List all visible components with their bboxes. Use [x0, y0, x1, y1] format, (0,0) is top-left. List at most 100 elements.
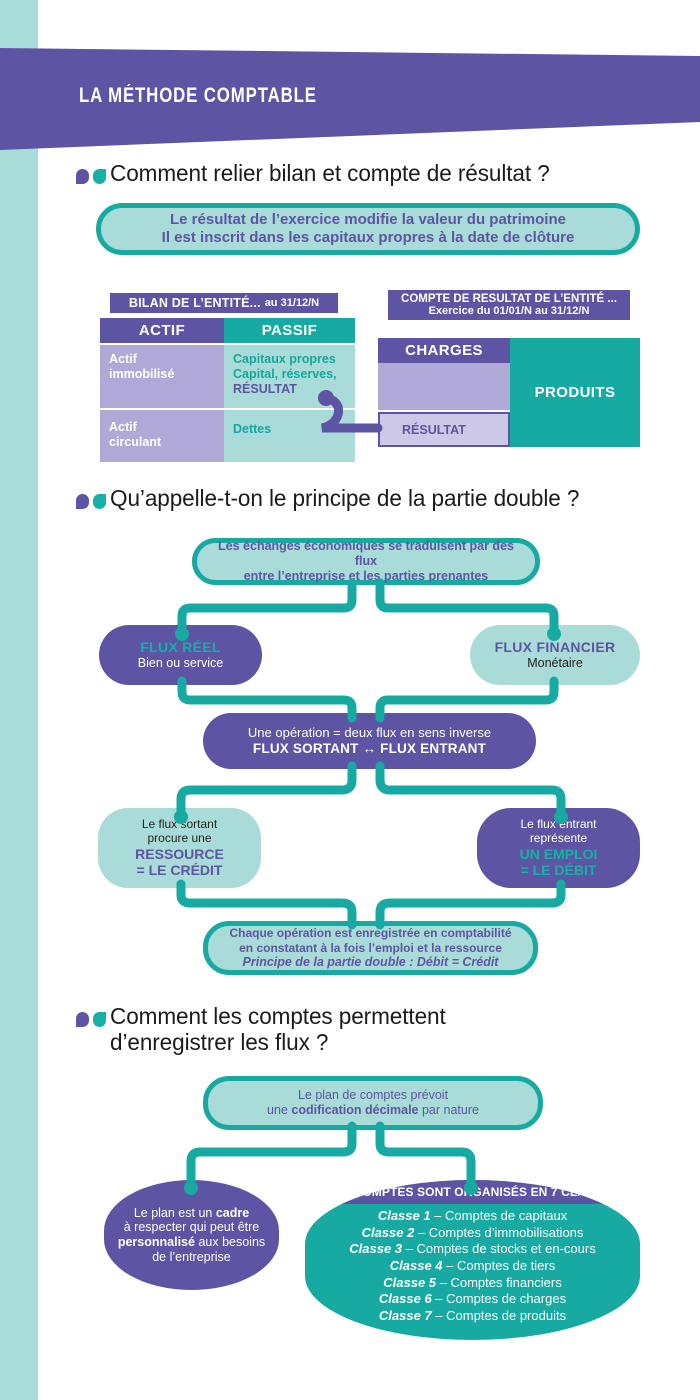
compte-resultat-title-line-1: COMPTE DE RESULTAT DE L’ENTITÉ ... — [401, 292, 617, 305]
box-echanges-line-2: entre l’entreprise et les parties prenan… — [243, 568, 489, 583]
bilan-title-date: au 31/12/N — [264, 297, 320, 309]
box-cadre: Le plan est un cadre à respecter qui peu… — [104, 1180, 279, 1290]
sortant-line-2: procure une — [147, 831, 212, 846]
classes-list: Classe 1 – Comptes de capitaux Classe 2 … — [305, 1208, 640, 1324]
bilan-header-actif-label: ACTIF — [138, 322, 186, 339]
bilan-capitaux-line-1: Capitaux propres — [233, 352, 336, 366]
class-item: Classe 2 – Comptes d’immobilisations — [305, 1225, 640, 1242]
class-item: Classe 7 – Comptes de produits — [305, 1308, 640, 1325]
left-accent-stripe — [0, 0, 38, 1400]
class-item: Classe 4 – Comptes de tiers — [305, 1258, 640, 1275]
flux-financier-subtitle: Monétaire — [527, 655, 583, 670]
flux-reel-subtitle: Bien ou service — [137, 655, 224, 670]
cadre-line-1-strong: cadre — [215, 1205, 250, 1220]
class-item-label: Classe 5 — [383, 1274, 437, 1290]
charges-header: CHARGES — [378, 338, 510, 363]
callout-line-2: Il est inscrit dans les capitaux propres… — [161, 229, 575, 246]
leaf-teal-icon — [93, 169, 106, 184]
leaf-purple-icon — [76, 169, 89, 184]
page-title: LA MÉTHODE COMPTABLE — [79, 84, 317, 107]
classes-title: LES COMPTES SONT ORGANISÉS EN 7 CLASSES — [326, 1185, 619, 1199]
class-item: Classe 5 – Comptes financiers — [305, 1275, 640, 1292]
box-echanges: Les échanges économiques se traduisent p… — [192, 538, 540, 585]
header-banner — [0, 48, 700, 150]
bilan-cell-actif-circulant-text: Actif circulant — [109, 420, 162, 449]
bilan-cell-actif-immobilise: Actif immobilisé — [100, 345, 224, 408]
class-item-label: Classe 4 — [389, 1257, 443, 1273]
bilan-header-passif: PASSIF — [224, 318, 355, 343]
class-item-text: – Comptes de capitaux — [430, 1208, 568, 1223]
bilan-cell-capitaux: Capitaux propres Capital, réserves, RÉSU… — [224, 345, 355, 408]
class-item: Classe 6 – Comptes de charges — [305, 1291, 640, 1308]
bilan-title-strong: BILAN DE L’ENTITÉ... — [128, 296, 261, 310]
cadre-line-2: à respecter qui peut être — [123, 1220, 260, 1235]
class-item-label: Classe 2 — [361, 1224, 415, 1240]
entrant-debit: = LE DÉBIT — [520, 862, 597, 879]
box-flux-financier: FLUX FINANCIER Monétaire — [470, 625, 640, 685]
leaf-teal-icon — [93, 1012, 106, 1027]
class-item-label: Classe 3 — [349, 1241, 403, 1257]
callout-resultat: Le résultat de l’exercice modifie la val… — [96, 203, 640, 255]
resultat-box-label: RÉSULTAT — [402, 423, 466, 437]
leaf-purple-icon — [76, 494, 89, 509]
classes-title-band: LES COMPTES SONT ORGANISÉS EN 7 CLASSES — [305, 1180, 640, 1204]
bilan-cell-dettes-text: Dettes — [233, 422, 272, 436]
conclusion-line-3: Principe de la partie double : Débit = C… — [242, 954, 499, 969]
bilan-cell-actif-immobilise-text: Actif immobilisé — [109, 352, 175, 381]
class-item: Classe 3 – Comptes de stocks et en-cours — [305, 1241, 640, 1258]
section-heading-3-text: Comment les comptes permettent d’enregis… — [110, 1003, 446, 1056]
cadre-line-3-strong: personnalisé — [117, 1235, 195, 1249]
bilan-cell-dettes: Dettes — [224, 410, 355, 462]
charges-header-label: CHARGES — [405, 342, 483, 359]
cadre-line-4: de l’entreprise — [152, 1249, 231, 1264]
section-heading-1-text: Comment relier bilan et compte de résult… — [110, 160, 550, 186]
resultat-box: RÉSULTAT — [378, 412, 510, 447]
leaf-teal-icon — [93, 494, 106, 509]
class-item-label: Classe 1 — [377, 1208, 431, 1223]
plan-line-2-strong: codification décimale — [291, 1103, 419, 1117]
charges-body — [378, 363, 510, 410]
class-item-label: Classe 7 — [378, 1307, 432, 1323]
conclusion-line-1: Chaque opération est enregistrée en comp… — [229, 926, 512, 941]
produits-label: PRODUITS — [534, 384, 616, 401]
callout-line-1: Le résultat de l’exercice modifie la val… — [170, 211, 566, 229]
bilan-capitaux-resultat: RÉSULTAT — [233, 381, 297, 396]
section-heading-2-text: Qu’appelle-t-on le principe de la partie… — [110, 485, 580, 511]
bilan-cell-actif-circulant: Actif circulant — [100, 410, 224, 462]
entrant-emploi: UN EMPLOI — [519, 845, 598, 862]
box-flux-entrant: Le flux entrant représente UN EMPLOI = L… — [477, 808, 640, 888]
sortant-ressource: RESSOURCE — [135, 845, 224, 862]
class-item-text: – Comptes de produits — [431, 1307, 567, 1323]
section-heading-2: Qu’appelle-t-on le principe de la partie… — [76, 485, 676, 511]
produits-box: PRODUITS — [510, 338, 640, 447]
entrant-line-2: représente — [529, 831, 588, 846]
box-operation-line-1: Une opération = deux flux en sens invers… — [247, 725, 492, 741]
cadre-line-1-pre: Le plan est un — [133, 1205, 216, 1220]
section-heading-3: Comment les comptes permettent d’enregis… — [76, 1003, 676, 1056]
conclusion-line-2: en constatant à la fois l’emploi et la r… — [239, 940, 502, 955]
box-plan-comptes: Le plan de comptes prévoit une codificat… — [203, 1076, 543, 1130]
box-conclusion: Chaque opération est enregistrée en comp… — [203, 921, 538, 975]
box-flux-reel: FLUX RÉEL Bien ou service — [99, 625, 262, 685]
bullet-pair-icon-2 — [76, 485, 110, 509]
box-echanges-line-1: Les échanges économiques se traduisent p… — [218, 539, 514, 569]
sortant-line-1: Le flux sortant — [141, 817, 218, 832]
class-item-text: – Comptes de tiers — [442, 1257, 556, 1273]
compte-resultat-title-line-2: Exercice du 01/01/N au 31/12/N — [428, 305, 590, 318]
compte-resultat-title: COMPTE DE RESULTAT DE L’ENTITÉ ... Exerc… — [388, 290, 630, 320]
box-operation-line-2: FLUX SORTANT ↔ FLUX ENTRANT — [252, 740, 487, 756]
plan-line-1: Le plan de comptes prévoit — [297, 1088, 449, 1103]
bilan-title: BILAN DE L’ENTITÉ... au 31/12/N — [110, 293, 338, 313]
class-item-text: – Comptes de stocks et en-cours — [402, 1241, 596, 1257]
sortant-credit: = LE CRÉDIT — [136, 862, 223, 879]
entrant-line-1: Le flux entrant — [520, 817, 597, 832]
class-item-text: – Comptes financiers — [436, 1274, 562, 1290]
cadre-line-3-post: aux besoins — [194, 1235, 266, 1249]
bilan-capitaux-line-2: Capital, réserves, — [233, 366, 337, 381]
class-item-text: – Comptes de charges — [431, 1291, 567, 1307]
bullet-pair-icon — [76, 160, 110, 184]
class-item: Classe 1 – Comptes de capitaux — [305, 1208, 640, 1225]
box-flux-sortant: Le flux sortant procure une RESSOURCE = … — [98, 808, 261, 888]
bullet-pair-icon-3 — [76, 1003, 110, 1027]
